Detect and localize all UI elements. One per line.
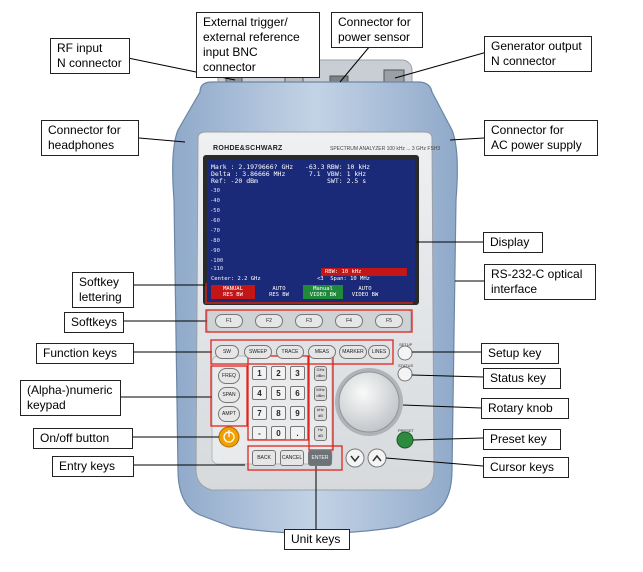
span-readout: <3 Span: 10 MHz	[317, 275, 370, 282]
callout-onoff: On/off button	[33, 428, 133, 449]
ref-level: Ref: -20 dBm	[211, 177, 258, 185]
softkey-f1[interactable]: F1	[215, 314, 243, 328]
callout-rf-input: RF input N connector	[50, 38, 130, 74]
status-label: STATUS	[398, 363, 414, 368]
marker-line-2: Delta : 3.86666 MHz 7.1	[211, 170, 321, 178]
num-key-4[interactable]: 4	[252, 386, 267, 400]
y-tick: -60	[210, 218, 220, 224]
setup-key[interactable]	[397, 345, 413, 361]
callout-generator-output: Generator output N connector	[484, 36, 592, 72]
callout-headphones: Connector for headphones	[41, 120, 139, 156]
rbw-status-bar: RBW: 10 kHz	[321, 268, 407, 276]
softkey-f3[interactable]: F3	[295, 314, 323, 328]
softkey-f4[interactable]: F4	[335, 314, 363, 328]
unit-key-hz[interactable]: Hz dB	[314, 426, 327, 441]
rbw-readout: RBW: 10 kHz	[327, 163, 371, 171]
num-key-minus[interactable]: -	[252, 426, 267, 440]
entry-key-back[interactable]: BACK	[252, 450, 276, 466]
callout-power-sensor: Connector for power sensor	[331, 12, 423, 48]
callout-rotary-knob: Rotary knob	[481, 398, 569, 419]
function-key-marker[interactable]: MARKER	[339, 345, 367, 359]
entry-key-enter[interactable]: ENTER	[308, 450, 332, 466]
display-screen: Mark : 2.1979666? GHz -63.3 Delta : 3.86…	[207, 160, 415, 302]
model-label: SPECTRUM ANALYZER 100 kHz ... 3 GHz FSH3	[330, 146, 441, 152]
callout-entry-keys: Entry keys	[52, 456, 134, 477]
status-key[interactable]	[397, 366, 413, 382]
rotary-knob[interactable]	[335, 368, 403, 436]
setup-label: SETUP	[399, 342, 413, 347]
softkey-label-4: AUTO VIDEO BW	[345, 285, 385, 299]
softkey-f2[interactable]: F2	[255, 314, 283, 328]
y-tick: -50	[210, 208, 220, 214]
leader-lines	[121, 39, 488, 529]
center-frequency: Center: 2.2 GHz	[211, 275, 261, 282]
callout-softkeys: Softkeys	[64, 312, 124, 333]
function-key-lines[interactable]: LINES	[368, 345, 390, 359]
key-freq[interactable]: FREQ	[218, 368, 240, 384]
num-key-9[interactable]: 9	[290, 406, 305, 420]
callout-unit-keys: Unit keys	[284, 529, 350, 550]
onoff-button[interactable]	[218, 426, 240, 448]
function-key-meas[interactable]: MEAS	[308, 345, 336, 359]
y-tick: -40	[210, 198, 220, 204]
y-tick: -30	[210, 188, 220, 194]
softkey-f5[interactable]: F5	[375, 314, 403, 328]
num-key-5[interactable]: 5	[271, 386, 286, 400]
num-key-2[interactable]: 2	[271, 366, 286, 380]
callout-softkey-lettering: Softkey lettering	[72, 272, 134, 308]
callout-ac-power: Connector for AC power supply	[484, 120, 598, 156]
callout-function-keys: Function keys	[36, 343, 134, 364]
brand-logo: ROHDE&SCHWARZ	[213, 145, 283, 152]
callout-setup-key: Setup key	[481, 343, 559, 364]
entry-key-cancel[interactable]: CANCEL	[280, 450, 304, 466]
preset-label: PRESET	[398, 428, 415, 433]
callout-numeric-keypad: (Alpha-)numeric keypad	[20, 380, 121, 416]
num-key-0[interactable]: 0	[271, 426, 286, 440]
num-key-7[interactable]: 7	[252, 406, 267, 420]
callout-ext-trigger: External trigger/ external reference inp…	[196, 12, 320, 78]
softkey-label-3: Manual VIDEO BW	[303, 285, 343, 299]
unit-key-ghz[interactable]: GHz dBm	[314, 366, 327, 381]
softkey-label-1: MANUAL RES BW	[211, 285, 255, 299]
marker-line-1: Mark : 2.1979666? GHz -63.3	[211, 163, 325, 171]
key-ampt[interactable]: AMPT	[218, 406, 240, 422]
function-key-trace[interactable]: TRACE	[276, 345, 304, 359]
callout-cursor-keys: Cursor keys	[483, 457, 569, 478]
sweep-time: SWT: 2.5 s	[327, 177, 367, 185]
cursor-keys[interactable]	[345, 448, 387, 468]
num-key-8[interactable]: 8	[271, 406, 286, 420]
y-tick: -90	[210, 248, 220, 254]
unit-key-khz[interactable]: kHz dB	[314, 406, 327, 421]
num-key-1[interactable]: 1	[252, 366, 267, 380]
num-key-dot[interactable]: .	[290, 426, 305, 440]
key-span[interactable]: SPAN	[218, 387, 240, 403]
callout-display: Display	[483, 232, 543, 253]
callout-rs232: RS-232-C optical interface	[484, 264, 596, 300]
y-tick: -70	[210, 228, 220, 234]
num-key-3[interactable]: 3	[290, 366, 305, 380]
softkey-label-2: AUTO RES BW	[257, 285, 301, 299]
callout-preset-key: Preset key	[483, 429, 561, 450]
y-tick: -100	[210, 258, 224, 264]
unit-key-mhz[interactable]: MHz dBm	[314, 386, 327, 401]
function-key-sweep[interactable]: SWEEP	[244, 345, 272, 359]
function-key-sw[interactable]: SW	[215, 345, 239, 359]
callout-status-key: Status key	[483, 368, 561, 389]
vbw-readout: VBW: 1 kHz	[327, 170, 367, 178]
y-tick: -110	[210, 266, 224, 272]
preset-key[interactable]	[396, 431, 414, 449]
num-key-6[interactable]: 6	[290, 386, 305, 400]
y-tick: -80	[210, 238, 220, 244]
